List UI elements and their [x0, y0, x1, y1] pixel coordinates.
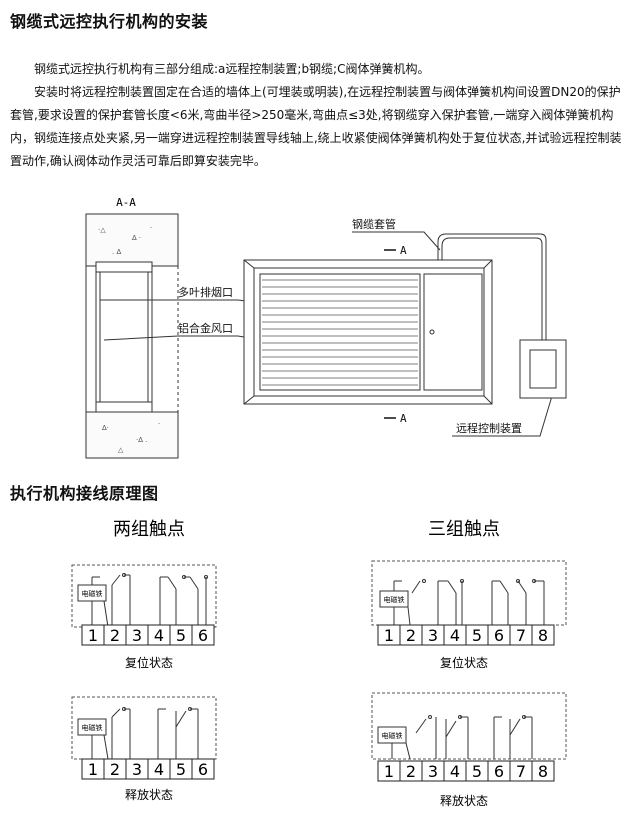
svg-text:·∆ .: ·∆ .	[136, 436, 147, 444]
coil-label: 电磁铁	[82, 589, 103, 598]
terminal-number: 3	[132, 626, 142, 645]
install-paragraph: 安装时将远程控制装置固定在合适的墙体上(可埋装或明装),在远程控制装置与阀体弹簧…	[10, 85, 622, 168]
terminal-number: 2	[406, 762, 416, 781]
installation-text: 钢缆式远控执行机构有三部分组成:a远程控制装置;b钢缆;C阀体弹簧机构。 安装时…	[10, 58, 626, 173]
terminal-cell	[191, 758, 215, 780]
two-group-title: 两组触点	[113, 519, 185, 540]
terminal-cell	[531, 624, 555, 646]
svg-text:∆ ·: ∆ ·	[131, 234, 141, 242]
svg-text:·△: ·△	[98, 226, 106, 234]
terminal-number: 6	[198, 760, 208, 779]
cable-sleeve-label: 钢缆套管	[352, 217, 396, 231]
a-mark-bottom: A	[400, 412, 407, 425]
section-title-installation: 钢缆式远控执行机构的安装	[10, 12, 209, 31]
terminal-number: 4	[154, 626, 164, 645]
terminal-number: 1	[384, 626, 394, 645]
aluminum-outlet-label: 铝合金风口	[178, 321, 233, 335]
svg-text:∆·: ∆·	[101, 424, 109, 432]
terminal-number: 1	[384, 762, 394, 781]
coil-label: 电磁铁	[384, 595, 405, 604]
three-group-title: 三组触点	[428, 519, 500, 540]
terminal-number: 7	[516, 762, 526, 781]
terminal-number: 2	[406, 626, 416, 645]
terminal-number: 3	[428, 762, 438, 781]
terminal-number: 2	[110, 760, 120, 779]
terminal-number: 3	[428, 626, 438, 645]
section-marks	[384, 249, 396, 419]
terminal-cell	[191, 624, 215, 646]
terminal-number: 1	[88, 760, 98, 779]
remote-control-device	[519, 339, 567, 399]
terminal-number: 2	[110, 626, 120, 645]
terminal-number: 4	[154, 760, 164, 779]
terminal-number: 5	[472, 762, 482, 781]
terminal-cell	[531, 760, 555, 782]
terminal-number: 6	[494, 626, 504, 645]
svg-text:△: △	[118, 446, 124, 454]
terminal-number: 6	[494, 762, 504, 781]
terminal-number: 6	[198, 626, 208, 645]
release-state-label: 释放状态	[440, 793, 488, 808]
section-title-wiring: 执行机构接线原理图	[10, 484, 159, 503]
release-state-label: 释放状态	[125, 787, 173, 802]
intro-paragraph: 钢缆式远控执行机构有三部分组成:a远程控制装置;b钢缆;C阀体弹簧机构。	[34, 62, 430, 76]
svg-text:·: ·	[150, 224, 152, 232]
terminal-number: 7	[516, 626, 526, 645]
remote-device-label: 远程控制装置	[456, 421, 522, 435]
terminal-number: 3	[132, 760, 142, 779]
installation-drawing: A-A ·△∆ ·. ∆ ·∆··∆ . ·△ 多叶排烟口 铝合金风口 钢缆套管…	[85, 196, 567, 459]
terminal-number: 1	[88, 626, 98, 645]
svg-text:·: ·	[158, 420, 160, 428]
terminal-number: 4	[450, 762, 460, 781]
svg-text:. ∆: . ∆	[112, 248, 121, 256]
terminal-number: 5	[176, 760, 186, 779]
concrete-texture: ·△∆ ·. ∆ ·∆··∆ . ·△	[98, 224, 160, 454]
terminal-number: 5	[472, 626, 482, 645]
terminal-number: 4	[450, 626, 460, 645]
coil-label: 电磁铁	[382, 731, 403, 740]
coil-label: 电磁铁	[82, 723, 103, 732]
wall-section	[85, 213, 179, 459]
reset-state-label: 复位状态	[440, 655, 488, 670]
multi-blade-label: 多叶排烟口	[178, 285, 233, 299]
terminal-number: 8	[538, 762, 548, 781]
terminal-number: 5	[176, 626, 186, 645]
cable-route	[437, 233, 547, 340]
damper-front	[243, 259, 493, 405]
damper-blades	[262, 279, 418, 386]
terminal-number: 8	[538, 626, 548, 645]
section-label: A-A	[116, 196, 136, 209]
reset-state-label: 复位状态	[125, 655, 173, 670]
a-mark-top: A	[400, 244, 407, 257]
